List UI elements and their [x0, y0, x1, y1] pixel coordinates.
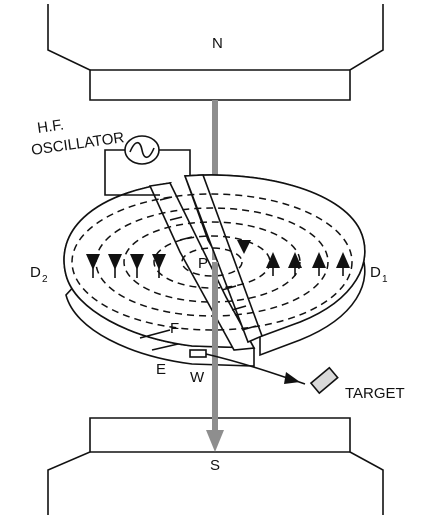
north-pole-magnet: [47, 4, 384, 101]
hf-oscillator: [104, 135, 191, 196]
magnetic-field-line-lower: [212, 262, 218, 432]
f-label: F: [170, 320, 179, 337]
south-pole-magnet: [47, 417, 384, 515]
d2-label: D: [30, 264, 41, 281]
d1-label: D: [370, 264, 381, 281]
beam-exit-path: [205, 353, 306, 385]
d2-arrows: [86, 254, 166, 278]
d1-subscript: 1: [382, 274, 388, 285]
target-label: TARGET: [345, 385, 405, 402]
field-arrowhead: [206, 430, 224, 452]
d1-arrows: [237, 240, 350, 276]
d2-subscript: 2: [42, 274, 48, 285]
w-label: W: [190, 369, 205, 386]
center-label: P: [198, 255, 208, 272]
e-label: E: [156, 361, 166, 378]
south-label: S: [210, 457, 220, 474]
target: [309, 366, 339, 395]
deflector-plates: [139, 329, 207, 358]
exit-window: [189, 349, 207, 358]
north-label: N: [212, 35, 223, 52]
oscillator-label-line1: H.F.: [36, 116, 65, 137]
dee-d1: [183, 174, 366, 357]
dee-gap: [148, 174, 264, 351]
